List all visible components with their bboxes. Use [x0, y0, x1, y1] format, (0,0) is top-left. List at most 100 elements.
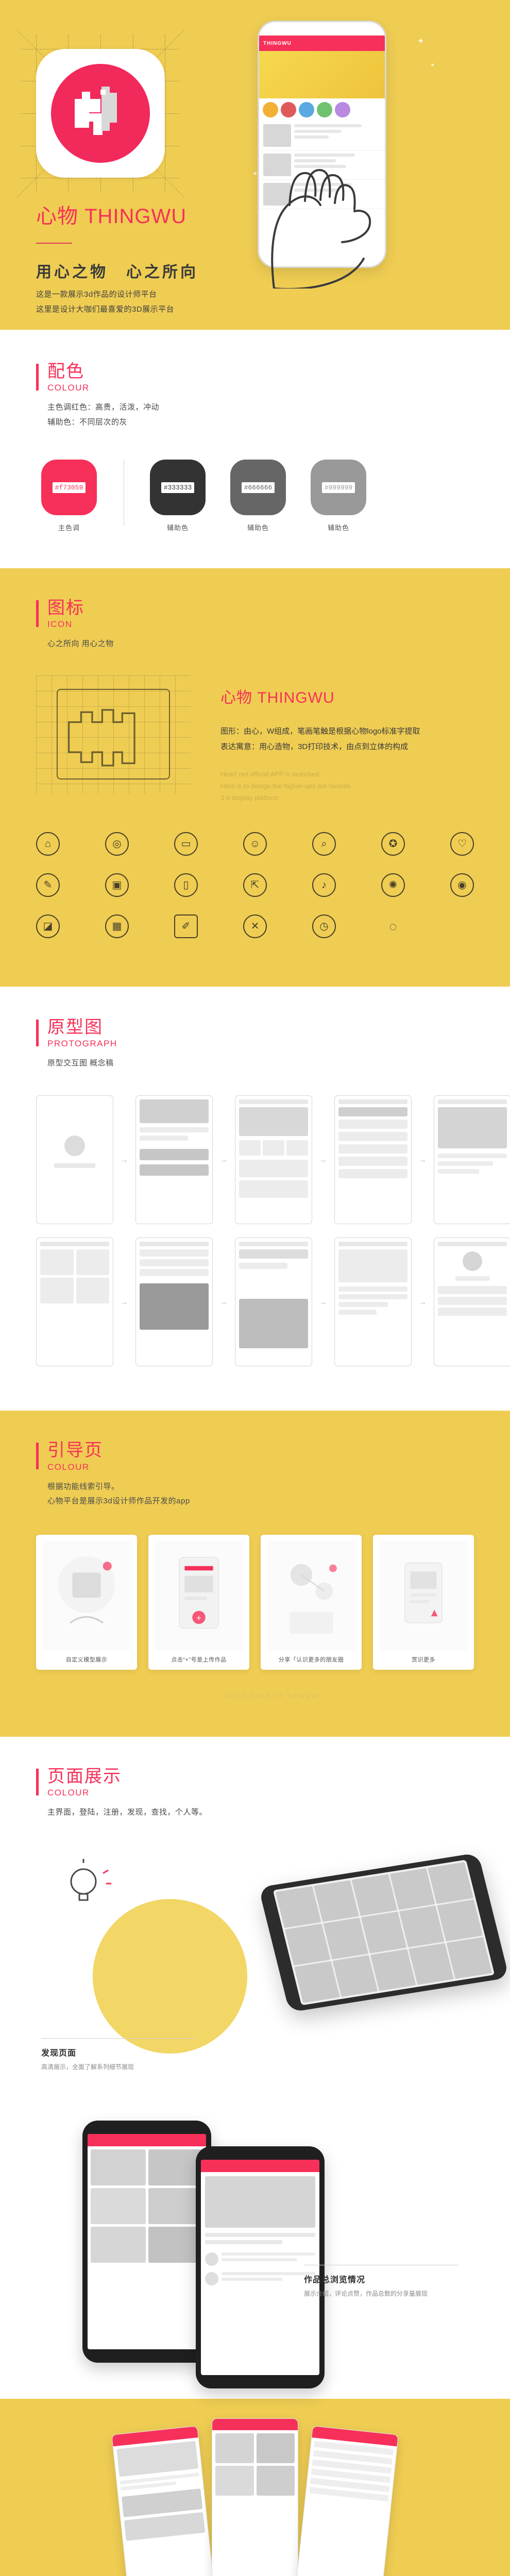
icon-glyph: ▣ — [112, 879, 122, 891]
flow-arrow-icon: → — [220, 1297, 228, 1307]
chart-icon[interactable]: ◪ — [36, 914, 60, 938]
heart-icon[interactable]: ♡ — [450, 832, 474, 856]
phone-screen — [88, 2134, 206, 2350]
swatch-shape: #666666 — [230, 460, 286, 516]
app-nav-title: THINGWU — [263, 40, 292, 46]
icon-glyph: ◷ — [319, 920, 329, 932]
icon-glyph: ✪ — [388, 838, 398, 850]
guide-caption: 赏识更多 — [412, 1656, 435, 1663]
colour-swatch-row: #f73059 主色调 #333333 辅助色 #666666 辅助色 #999… — [36, 460, 510, 532]
hero-sub-line1: 这是一款展示3d作品的设计师平台 — [36, 290, 157, 299]
brand-title: 心物 THINGWU — [36, 205, 187, 228]
compass-icon[interactable]: ◎ — [105, 832, 129, 856]
feed-thumbnail — [263, 183, 291, 206]
calendar-icon[interactable]: ▦ — [105, 914, 129, 938]
swatch-primary: #f73059 主色调 — [36, 460, 102, 532]
icon-glyph: ◉ — [457, 879, 467, 891]
icon-glyph: ⌕ — [321, 838, 327, 850]
callout-line — [41, 2038, 196, 2039]
swatch-hex: #333333 — [161, 482, 195, 493]
gear-icon[interactable]: ✺ — [381, 873, 405, 897]
guide-illustration — [42, 1540, 131, 1650]
wireframe-screen — [36, 1238, 113, 1367]
guide-illustration: + — [155, 1540, 243, 1650]
guide-card[interactable]: 赏识更多 — [373, 1534, 474, 1670]
flow-arrow-icon: → — [220, 1155, 228, 1164]
gallery-tile — [294, 1961, 340, 2003]
gallery-tile — [437, 1900, 483, 1942]
tilted-phone-mockup — [258, 1853, 509, 2013]
gallery-tile — [322, 1918, 369, 1960]
user-icon[interactable]: ☺ — [243, 832, 267, 856]
guide-card[interactable]: 自定义模型展示 — [36, 1534, 137, 1670]
icon-copy-block: 心物 THINGWU 图形：由心，W组成，笔画笔触是根据心物logo标准字提取 … — [220, 675, 420, 804]
feed-card[interactable] — [259, 150, 385, 180]
guide-caption: 自定义模型展示 — [65, 1656, 108, 1663]
wireframe-screen — [235, 1095, 312, 1225]
feed-text — [294, 154, 381, 176]
guide-title-cn: 引导页 — [47, 1440, 103, 1461]
wireframe-screen — [36, 1095, 113, 1225]
icon-glyph: ✕ — [250, 920, 260, 932]
feed-card[interactable] — [259, 180, 385, 209]
feed-card[interactable] — [259, 121, 385, 150]
guide-illustration — [379, 1540, 468, 1650]
pen-icon[interactable]: ✎ — [36, 873, 60, 897]
share-icon[interactable]: ⇱ — [243, 873, 267, 897]
icon-construction-row: 心物 THINGWU 图形：由心，W组成，笔画笔触是根据心物logo标准字提取 … — [36, 675, 510, 804]
wireframe-row-2: → → → — [36, 1238, 510, 1367]
bell-icon[interactable]: ♪ — [312, 873, 336, 897]
feed-thumbnail — [263, 124, 291, 147]
edit-icon[interactable]: ✐ — [174, 914, 198, 938]
icon-en-line3: 3 d display platform — [220, 794, 279, 802]
chat-icon[interactable]: ▭ — [174, 832, 198, 856]
category-icon — [263, 102, 278, 117]
app-banner — [259, 51, 385, 98]
category-icon — [299, 102, 314, 117]
mini-phone-3 — [295, 2426, 399, 2576]
lock-icon[interactable]: ▯ — [174, 873, 198, 897]
icon-row-3: ◪ ▦ ✐ ✕ ◷ ◌ — [36, 914, 474, 938]
gallery-tile — [428, 1862, 473, 1904]
wireframe-screen — [434, 1238, 510, 1367]
icon-glyph: ▦ — [112, 920, 122, 932]
decor-circle — [93, 1899, 247, 2054]
hero-sub-line2: 这里是设计大咖们最喜爱的3D展示平台 — [36, 305, 175, 314]
gallery-tile — [284, 1924, 331, 1966]
gallery-tile — [332, 1955, 378, 1997]
colour-desc-line2: 辅助色：不同层次的灰 — [47, 417, 128, 427]
icon-glyph: ☺ — [249, 838, 261, 850]
gallery-tile — [275, 1886, 321, 1928]
swatch-label: 主色调 — [58, 524, 80, 532]
guide-card[interactable]: 分享「认识更多的朋友圈 — [261, 1534, 362, 1670]
wireframe-screen — [334, 1238, 412, 1367]
wireframe-screen — [135, 1238, 213, 1367]
medal-icon[interactable]: ✪ — [381, 832, 405, 856]
icon-glyph: ♪ — [321, 879, 327, 891]
close-icon[interactable]: ✕ — [243, 914, 267, 938]
mini-phone-1 — [111, 2426, 215, 2576]
proto-sub: 原型交互图 概念稿 — [47, 1058, 114, 1067]
icon-en-line1: Heart net official APP is launched — [220, 770, 319, 778]
swatch-hex: #999999 — [321, 482, 355, 493]
logo-glyph — [70, 82, 131, 144]
location-icon[interactable]: ◉ — [450, 873, 474, 897]
guide-card[interactable]: + 点击“+”号是上传作品 — [148, 1534, 249, 1670]
loading-icon[interactable]: ◌ — [381, 914, 405, 938]
mini-phone-2 — [212, 2418, 298, 2576]
sparkle-icon: ✦ — [417, 37, 424, 46]
showcase-yellow-section: 发现回录页面 展示个人作品的收藏 — [0, 2399, 510, 2576]
showcase-callout-1: 发现页面 高清展示，全面了解系列细节展现 — [41, 2038, 216, 2073]
camera-icon[interactable]: ▣ — [105, 873, 129, 897]
wireframe-board: → → — [36, 1095, 510, 1367]
icon-glyph: ▭ — [181, 838, 191, 850]
icon-glyph: ⇱ — [250, 879, 260, 891]
home-icon[interactable]: ⌂ — [36, 832, 60, 856]
sparkle-icon: ✦ — [252, 170, 258, 177]
time-icon[interactable]: ◷ — [312, 914, 336, 938]
search-icon[interactable]: ⌕ — [312, 832, 336, 856]
feed-text — [294, 124, 381, 147]
guide-caption: 点击“+”号是上传作品 — [171, 1656, 227, 1663]
gallery-tile — [408, 1943, 454, 1985]
hero-right-column: ✦ ✦ ✦ THINGWU — [242, 0, 510, 330]
